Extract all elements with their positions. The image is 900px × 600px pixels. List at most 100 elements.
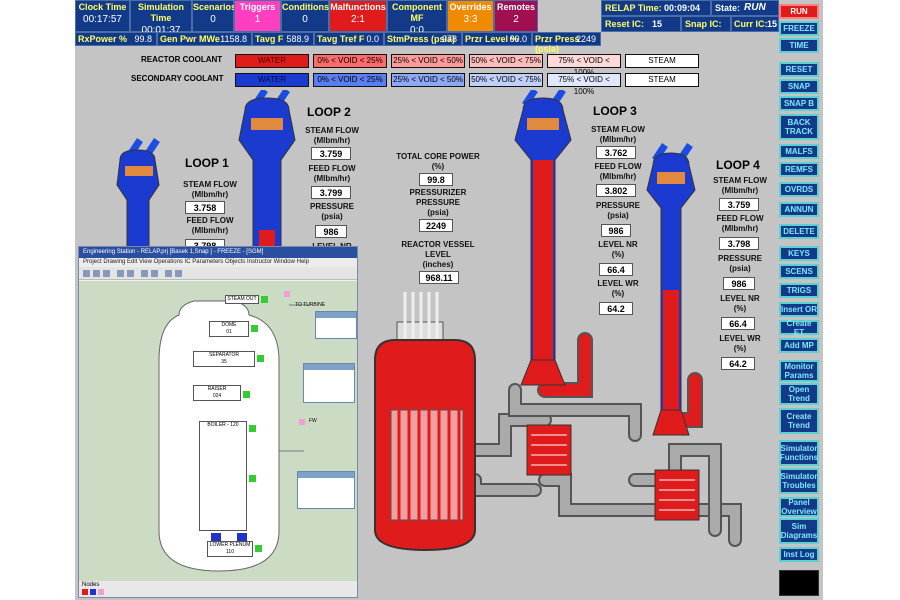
side-button-11[interactable]: DELETE (779, 224, 819, 239)
loop4-level-nr-label: LEVEL NR(%) (720, 294, 760, 313)
reactor-legend-3: 50% < VOID < 75% (469, 54, 543, 68)
side-button-0[interactable]: RUN (779, 4, 819, 19)
engineering-window-title: Engineering Station - RELAP.prj [Basek 1… (79, 247, 357, 258)
param-value: 1158.8 (220, 34, 247, 44)
reactor-legend-2: 25% < VOID < 50% (391, 54, 465, 68)
side-button-25[interactable]: Inst Log (779, 547, 819, 562)
secondary-coolant-label: SECONDARY COOLANT (131, 74, 224, 83)
side-button-23[interactable]: Panel Overview (779, 497, 819, 517)
header-cell-value: 00:01:37 (141, 25, 181, 36)
side-button-14[interactable]: TRIGS (779, 283, 819, 298)
side-button-18[interactable]: Monitor Params (779, 360, 819, 382)
engineering-station-window[interactable]: Engineering Station - RELAP.prj [Basek 1… (78, 246, 358, 598)
side-button-10[interactable]: ANNUN (779, 202, 819, 217)
param-cell-6: Przr Press (psia)2249 (532, 32, 601, 54)
side-button-15[interactable]: Insert OR (779, 302, 819, 317)
header-cell-label: Clock Time (78, 2, 127, 12)
engineering-toolbar[interactable] (79, 267, 357, 280)
header-cell-value: 0 (210, 14, 216, 25)
side-button-9[interactable]: OVRDS (779, 182, 819, 197)
header-cell-label: Remotes (496, 2, 535, 12)
reset-ic-value: 15 (652, 19, 663, 29)
header-cell-value: 2:1 (351, 14, 365, 25)
side-button-22[interactable]: Simulator Troubles (779, 468, 819, 494)
param-label: Tavg F (255, 34, 284, 44)
steam-generator-loop4 (646, 143, 696, 436)
header-cell-label: Overrides (449, 2, 492, 12)
loop2-feed-flow-value: 3.799 (311, 186, 351, 199)
side-button-1[interactable]: FREEZE (779, 21, 819, 36)
reactor-coolant-pump-3 (526, 424, 572, 476)
engineering-window-menu[interactable]: Project Drawing Edit View Operations IC … (79, 258, 357, 267)
engineering-status-bar: Nodes (79, 581, 357, 597)
loop3-level-nr-value: 66.4 (599, 263, 633, 276)
loop3-title: LOOP 3 (593, 104, 637, 118)
header-cell-6[interactable]: Component MF 0:0 (387, 0, 447, 36)
reset-ic-label: Reset IC: (605, 19, 645, 29)
loop1-feed-flow-label: FEED FLOW(Mlbm/hr) (186, 216, 234, 235)
status-pink-icon (98, 589, 104, 595)
param-value: 60.0 (509, 34, 527, 44)
dome-popup[interactable] (315, 311, 357, 339)
boiler-block[interactable]: BOILER - 120 (199, 421, 247, 531)
loop4-steam-flow-value: 3.759 (719, 198, 759, 211)
side-button-3[interactable]: RESET (779, 62, 819, 77)
status-red-icon (82, 589, 88, 595)
param-value: 0.0 (366, 34, 379, 44)
loop4-feed-flow-label: FEED FLOW(Mlbm/hr) (716, 214, 764, 233)
side-button-24[interactable]: Sim Diagrams (779, 518, 819, 544)
side-button-20[interactable]: Create Trend (779, 408, 819, 434)
side-button-12[interactable]: KEYS (779, 246, 819, 261)
secondary-legend-5: STEAM (625, 73, 699, 87)
header-cell-label: Component MF (392, 2, 442, 23)
boiler-indicator-2 (249, 475, 256, 482)
side-button-13[interactable]: SCENS (779, 264, 819, 279)
to-turbine-label: TO TURBINE (295, 302, 326, 308)
steam-out-block[interactable]: STEAM OUT (225, 295, 259, 304)
side-button-4[interactable]: SNAP (779, 79, 819, 94)
relap-time-label: RELAP Time: (605, 3, 662, 13)
loop1-steam-flow-value: 3.758 (185, 201, 225, 214)
separator-popup[interactable] (303, 363, 355, 403)
side-button-7[interactable]: MALFS (779, 144, 819, 159)
side-button-2[interactable]: TIME (779, 38, 819, 53)
side-button-26[interactable] (779, 570, 819, 596)
header-cell-value: 0:0 (410, 25, 424, 36)
header-cell-label: Scenarios (193, 2, 237, 12)
side-button-16[interactable]: Create ET (779, 319, 819, 337)
side-button-6[interactable]: BACK TRACK (779, 114, 819, 140)
reactor-legend-5: STEAM (625, 54, 699, 68)
header-cell-2[interactable]: Scenarios 0 (192, 0, 237, 32)
snap-ic-label: Snap IC: (685, 19, 722, 29)
param-value: 2249 (575, 34, 596, 44)
state-box: State: RUN (711, 0, 779, 16)
loop3-steam-flow-value: 3.762 (596, 146, 636, 159)
state-value: RUN (744, 2, 766, 13)
pressurizer-pressure-value: 2249 (419, 219, 453, 232)
steam-generator-loop1 (116, 138, 160, 251)
side-button-21[interactable]: Simulator Functions (779, 440, 819, 466)
fw-marker (299, 419, 305, 425)
steam-out-indicator (261, 296, 268, 303)
boiler-popup[interactable] (297, 471, 355, 509)
side-button-19[interactable]: Open Trend (779, 383, 819, 405)
side-button-17[interactable]: Add MP (779, 338, 819, 353)
core-power-label: TOTAL CORE POWER(%) (396, 152, 480, 171)
param-label: Gen Pwr MWe (160, 34, 220, 44)
side-button-8[interactable]: REMFS (779, 162, 819, 177)
secondary-legend-4: 75% < VOID < 100% (547, 73, 621, 96)
side-button-5[interactable]: SNAP B (779, 96, 819, 111)
